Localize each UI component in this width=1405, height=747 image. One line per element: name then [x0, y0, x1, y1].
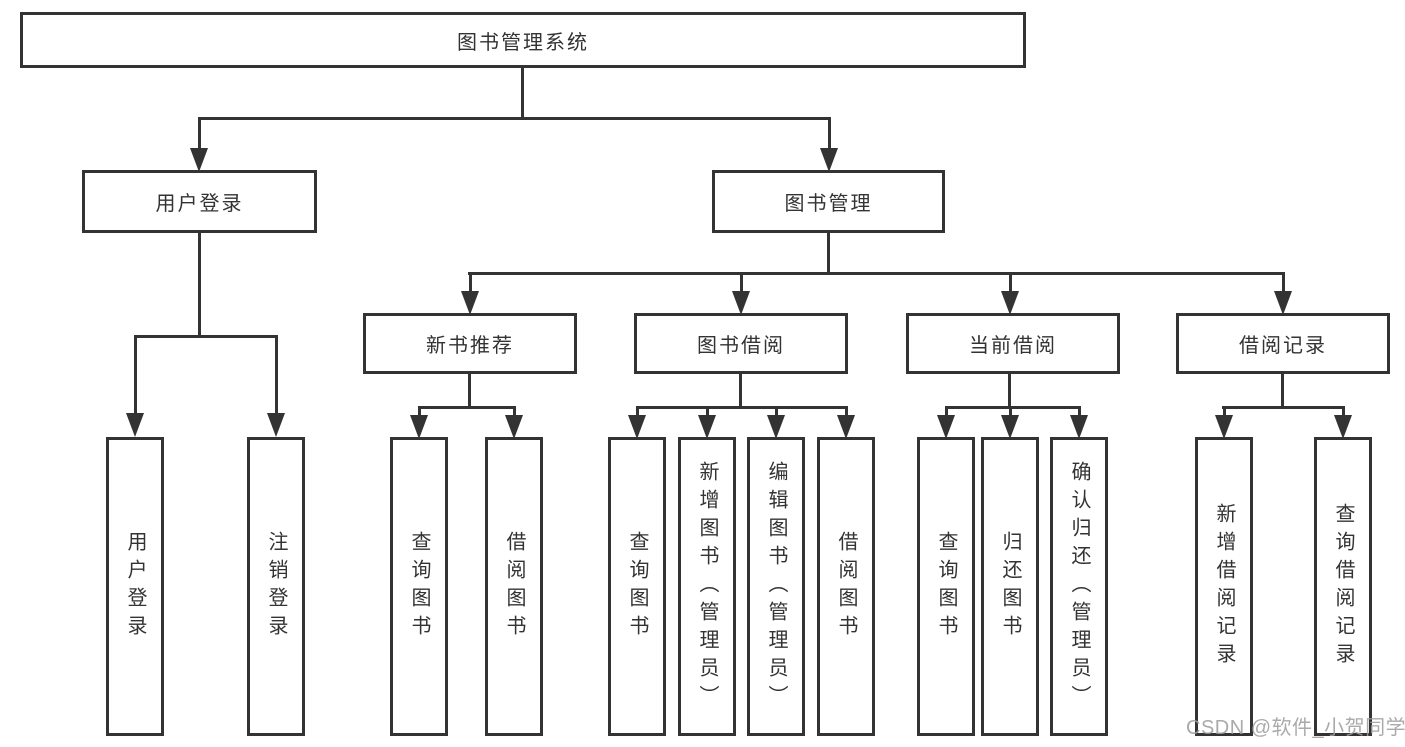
- arrowhead-to-query-borrow-record: [1334, 406, 1352, 439]
- arrowhead-to-user-login: [190, 117, 208, 172]
- connector-user-login-rail: [134, 335, 278, 338]
- leaf-user-login: 用户登录: [106, 437, 164, 736]
- arrowhead-to-borrow-books-2: [837, 406, 855, 439]
- connector-root-rail: [198, 117, 831, 120]
- arrowhead-to-leaf-logout: [267, 335, 285, 437]
- arrowhead-to-query-books-2: [628, 406, 646, 439]
- arrowhead-to-leaf-user-login: [126, 335, 144, 437]
- leaf-borrow-books-2: 借阅图书: [817, 437, 875, 736]
- connector-book-management-stem: [827, 233, 830, 275]
- leaf-query-books-2: 查询图书: [608, 437, 666, 736]
- node-new-book-recommend: 新书推荐: [363, 313, 577, 374]
- node-user-login: 用户登录: [82, 170, 317, 233]
- arrowhead-to-edit-book-admin: [767, 406, 785, 439]
- arrowhead-to-return-books: [1001, 406, 1019, 439]
- arrowhead-to-book-management: [820, 117, 838, 172]
- connector-current-borrow-stem: [1008, 374, 1011, 409]
- leaf-logout: 注销登录: [247, 437, 305, 736]
- connector-user-login-stem: [198, 233, 201, 338]
- arrowhead-to-add-book-admin: [698, 406, 716, 439]
- connector-root-stem: [521, 68, 524, 120]
- arrowhead-to-confirm-return-admin: [1070, 406, 1088, 439]
- leaf-add-borrow-record: 新增借阅记录: [1195, 437, 1253, 736]
- arrowhead-to-borrow-records: [1274, 272, 1292, 315]
- arrowhead-to-borrow-books-1: [505, 406, 523, 439]
- watermark: CSDN @软件_小贺同学: [1186, 717, 1405, 739]
- connector-current-borrow-rail: [945, 406, 1081, 409]
- arrowhead-to-query-books-1: [410, 406, 428, 439]
- leaf-query-books-1: 查询图书: [390, 437, 448, 736]
- node-borrow-records: 借阅记录: [1176, 313, 1390, 374]
- connector-book-management-rail: [468, 272, 1284, 275]
- connector-borrow-records-rail: [1222, 406, 1344, 409]
- node-library-system: 图书管理系统: [20, 12, 1026, 68]
- arrowhead-to-add-borrow-record: [1215, 406, 1233, 439]
- connector-borrow-records-stem: [1281, 374, 1284, 409]
- node-book-management: 图书管理: [712, 170, 945, 233]
- leaf-confirm-return-admin: 确认归还（管理员）: [1050, 437, 1108, 736]
- node-current-borrow: 当前借阅: [906, 313, 1120, 374]
- connector-new-book-recommend-rail: [418, 406, 516, 409]
- connector-new-book-recommend-stem: [468, 374, 471, 409]
- connector-book-borrow-stem: [739, 374, 742, 409]
- leaf-return-books: 归还图书: [981, 437, 1039, 736]
- leaf-query-borrow-record: 查询借阅记录: [1314, 437, 1372, 736]
- node-book-borrow: 图书借阅: [634, 313, 848, 374]
- arrowhead-to-current-borrow: [1001, 272, 1019, 315]
- leaf-borrow-books-1: 借阅图书: [485, 437, 543, 736]
- leaf-query-books-3: 查询图书: [917, 437, 975, 736]
- connector-book-borrow-rail: [636, 406, 848, 409]
- arrowhead-to-book-borrow: [732, 272, 750, 315]
- leaf-add-book-admin: 新增图书（管理员）: [678, 437, 736, 736]
- leaf-edit-book-admin: 编辑图书（管理员）: [747, 437, 805, 736]
- arrowhead-to-new-book-recommend: [461, 272, 479, 315]
- arrowhead-to-query-books-3: [937, 406, 955, 439]
